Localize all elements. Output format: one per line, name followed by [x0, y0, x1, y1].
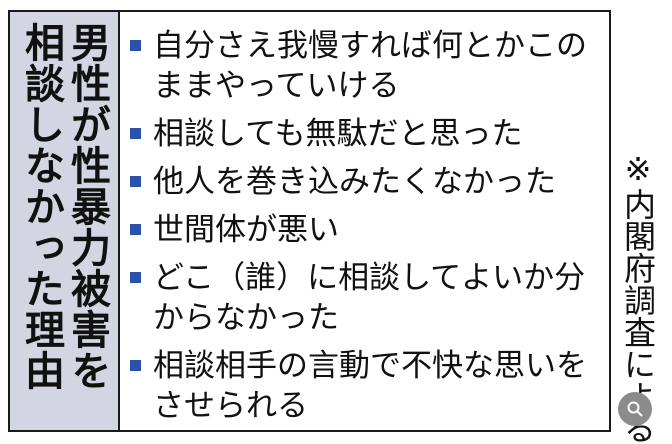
list-item-text: 世間体が悪い — [153, 212, 339, 248]
list-item: 世間体が悪い — [130, 210, 601, 250]
list-item-text: 相談しても無駄だと思った — [153, 116, 523, 152]
list-item: 他人を巻き込みたくなかった — [130, 162, 601, 202]
bullet-icon — [130, 40, 141, 51]
list-item: どこ（誰）に相談してよいか分からなかった — [130, 258, 601, 338]
title-panel: 男性が性暴力被害を 相談しなかった理由 — [10, 12, 120, 430]
bullet-icon — [130, 176, 141, 187]
reasons-list: 自分さえ我慢すれば何とかこのままやっていける 相談しても無駄だと思った 他人を巻… — [120, 12, 609, 430]
zoom-icon[interactable] — [618, 392, 652, 426]
magnifier-icon — [627, 401, 643, 417]
bullet-icon — [130, 224, 141, 235]
bullet-icon — [130, 272, 141, 283]
bullet-icon — [130, 128, 141, 139]
title-line-2: 相談しなかった理由 — [18, 22, 64, 391]
list-item: 自分さえ我慢すれば何とかこのままやっていける — [130, 26, 601, 106]
bullet-icon — [130, 360, 141, 371]
list-item-text: 他人を巻き込みたくなかった — [153, 164, 556, 200]
title-line-1: 男性が性暴力被害を — [64, 22, 110, 391]
list-item-text: 自分さえ我慢すれば何とかこのままやっていける — [153, 28, 587, 104]
list-item: 相談しても無駄だと思った — [130, 114, 601, 154]
list-item: 相談相手の言動で不快な思いをさせられる — [130, 346, 601, 426]
list-item-text: どこ（誰）に相談してよいか分からなかった — [153, 260, 586, 336]
info-box: 男性が性暴力被害を 相談しなかった理由 自分さえ我慢すれば何とかこのままやってい… — [8, 10, 611, 432]
list-item-text: 相談相手の言動で不快な思いをさせられる — [153, 348, 587, 424]
